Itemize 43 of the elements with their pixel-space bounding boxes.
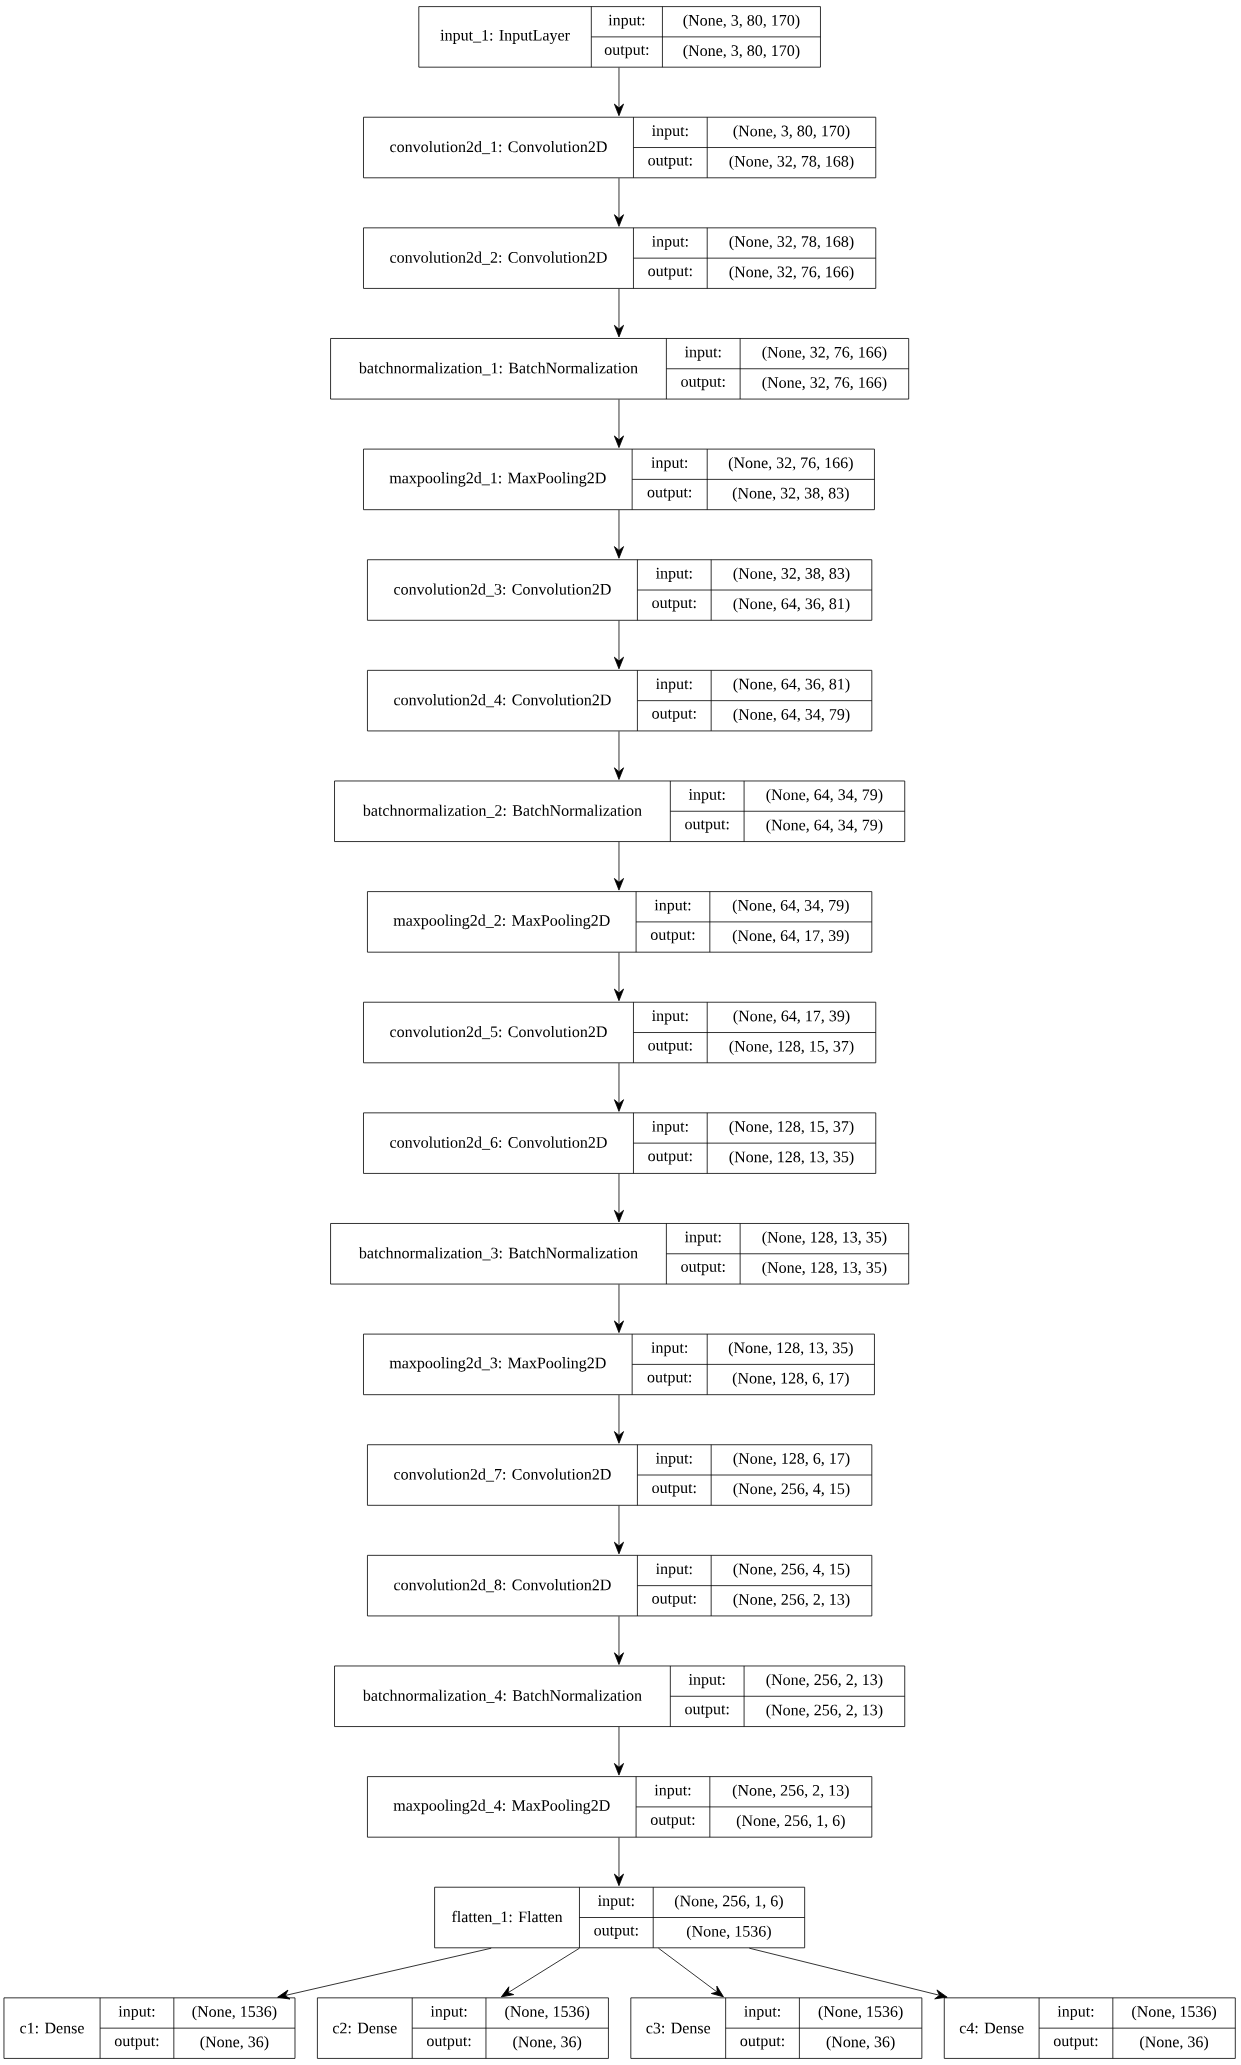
arrow (614, 1394, 625, 1444)
arrow (501, 1947, 581, 1998)
arrow (614, 1837, 625, 1887)
arrow (614, 620, 625, 670)
layer-box: batchnormalization_1: BatchNormalization input: (None, 32, 76, 166) output: (None, 32, 76, 166) (330, 338, 910, 400)
arrow (614, 1284, 625, 1333)
arrow (749, 1947, 948, 2000)
layer-box: convolution2d_8: Convolution2D input: (None, 256, 4, 15) output: (None, 256, 2, 13) (367, 1554, 873, 1617)
arrow (614, 1615, 625, 1665)
arrow (614, 730, 625, 780)
arrow (614, 67, 625, 117)
arrow (614, 1726, 625, 1776)
arrow (658, 1947, 725, 1998)
layer-box: flatten_1: Flatten input: (None, 256, 1, 6) output: (None, 1536) (434, 1886, 806, 1949)
arrow (614, 841, 625, 891)
layer-box: maxpooling2d_1: MaxPooling2D input: (None, 32, 76, 166) output: (None, 32, 38, 83) (363, 448, 876, 511)
layer-box: batchnormalization_3: BatchNormalization input: (None, 128, 13, 35) output: (None, 128, 13, 35) (330, 1223, 910, 1285)
layer-box: maxpooling2d_4: MaxPooling2D input: (None, 256, 2, 13) output: (None, 256, 1, 6) (367, 1776, 873, 1838)
layer-box: maxpooling2d_3: MaxPooling2D input: (None, 128, 13, 35) output: (None, 128, 6, 17) (363, 1333, 876, 1396)
layer-box: batchnormalization_4: BatchNormalization input: (None, 256, 2, 13) output: (None, 256, 2, 13) (334, 1665, 906, 1727)
arrow (614, 1173, 625, 1223)
layer-box: convolution2d_3: Convolution2D input: (None, 32, 38, 83) output: (None, 64, 36, 81) (367, 559, 873, 621)
layer-box: c4: Dense input: (None, 1536) output: (None, 36) (944, 1997, 1236, 2059)
arrow (614, 952, 625, 1002)
arrow (614, 177, 625, 227)
layer-box: c1: Dense input: (None, 1536) output: (None, 36) (3, 1997, 296, 2059)
layer-box: convolution2d_1: Convolution2D input: (None, 3, 80, 170) output: (None, 32, 78, 168) (363, 116, 877, 179)
arrow (614, 288, 625, 338)
layer-box: convolution2d_6: Convolution2D input: (None, 128, 15, 37) output: (None, 128, 13, 35) (363, 1112, 877, 1174)
arrow (614, 509, 625, 559)
arrow (614, 399, 625, 448)
layer-box: maxpooling2d_2: MaxPooling2D input: (None, 64, 34, 79) output: (None, 64, 17, 39) (367, 891, 873, 953)
arrow (614, 1062, 625, 1112)
arrow (277, 1947, 492, 2000)
layer-box: convolution2d_7: Convolution2D input: (None, 128, 6, 17) output: (None, 256, 4, 15) (367, 1444, 873, 1506)
arrow (614, 1505, 625, 1555)
layer-box: input_1: InputLayer input: (None, 3, 80, 170) output: (None, 3, 80, 170) (418, 6, 822, 68)
layer-box: convolution2d_5: Convolution2D input: (None, 64, 17, 39) output: (None, 128, 15, 37) (363, 1001, 877, 1064)
layer-box: convolution2d_4: Convolution2D input: (None, 64, 36, 81) output: (None, 64, 34, 79) (367, 669, 873, 732)
layer-box: batchnormalization_2: BatchNormalization input: (None, 64, 34, 79) output: (None, 64, 34, 79) (334, 780, 906, 842)
layer-box: convolution2d_2: Convolution2D input: (None, 32, 78, 168) output: (None, 32, 76, 166) (363, 227, 877, 289)
layer-box: c2: Dense input: (None, 1536) output: (None, 36) (317, 1997, 610, 2059)
layer-box: c3: Dense input: (None, 1536) output: (None, 36) (630, 1997, 923, 2059)
